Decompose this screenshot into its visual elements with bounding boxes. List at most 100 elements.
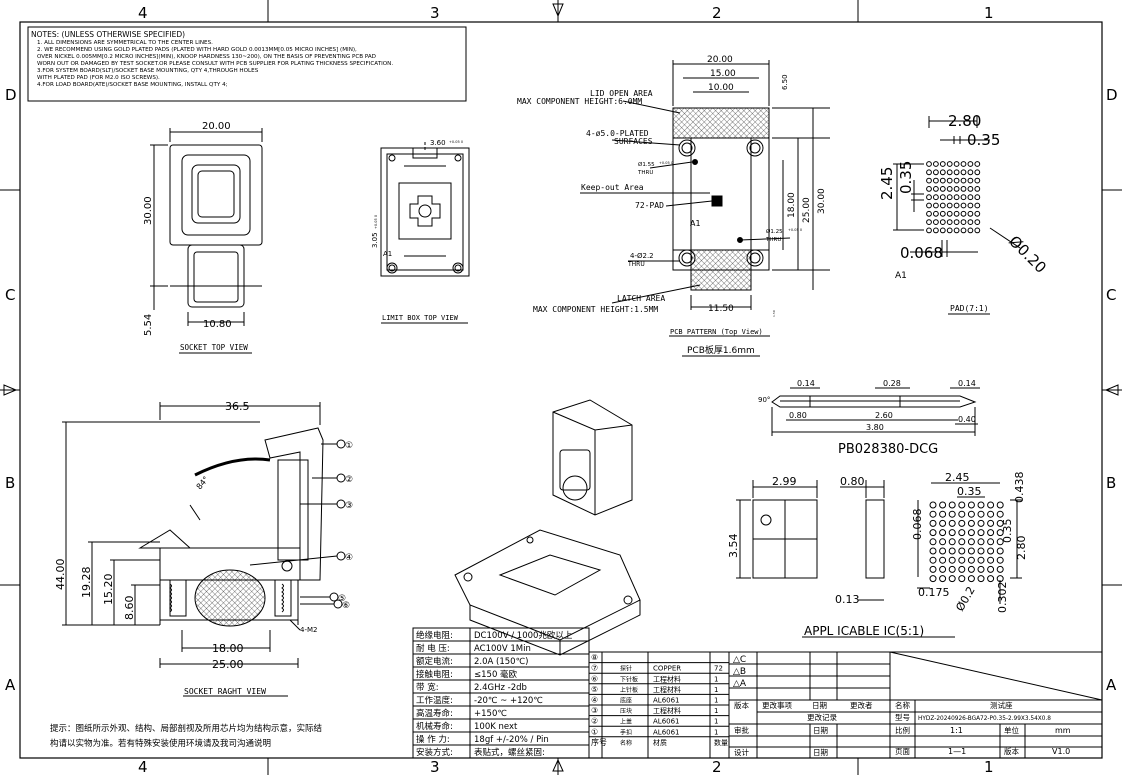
ic-ball xyxy=(967,501,975,509)
ic-ball xyxy=(967,510,975,518)
ic-ball xyxy=(939,519,947,527)
bom-mat: 材质 xyxy=(653,738,667,747)
tb-model-value: HYDZ-20240926-BGA72-P0.35-2.99X3.54X0.8 xyxy=(918,716,1051,722)
side-m2: 4-M2 xyxy=(300,626,317,634)
pad-dot xyxy=(974,186,981,192)
spec-label: 机械寿命: xyxy=(416,721,453,732)
col-top-3: 3 xyxy=(430,4,440,22)
notes-line: WORN OUT OR DAMAGED BY TEST SOCKET.OR PL… xyxy=(37,61,393,67)
pad-dot xyxy=(974,202,981,209)
bom-no: ⑧ xyxy=(591,653,598,662)
bom-qty: 数量 xyxy=(714,738,728,747)
bom-no: ② xyxy=(591,717,598,726)
bom-mat: COPPER xyxy=(653,665,681,673)
pad-dot xyxy=(933,219,939,226)
pcb-latch-1: LATCH AREA xyxy=(617,294,665,303)
ic-ball xyxy=(987,565,995,573)
pad-dot xyxy=(967,227,974,234)
pcb-thru-3: THRU xyxy=(627,261,645,268)
ic-ball xyxy=(958,501,966,509)
pad-a1: A1 xyxy=(895,271,907,281)
tb-design: 设计 xyxy=(734,747,749,757)
ic-ball xyxy=(958,565,966,573)
spec-value: +150℃ xyxy=(474,709,507,719)
tb-ver: 版本 xyxy=(734,700,749,710)
ic-ball xyxy=(977,529,985,537)
bom-no: ⑦ xyxy=(591,664,598,673)
pad-dot xyxy=(933,227,939,234)
ic-ball xyxy=(929,529,937,537)
pcb-thru-2: THRU xyxy=(765,237,781,243)
pad-dot xyxy=(946,177,953,184)
pad-dot xyxy=(946,227,953,234)
pad-dot xyxy=(946,186,953,192)
pad-dot xyxy=(967,169,974,176)
pad-dot xyxy=(926,219,932,226)
pad-dot xyxy=(933,161,939,167)
pin-angle: 90° xyxy=(758,396,770,404)
side-d860: 8.60 xyxy=(123,596,136,621)
tb-rev-a: △A xyxy=(733,679,747,689)
pad-dim-245: 2.45 xyxy=(878,167,896,200)
ic-d0068: 0.068 xyxy=(911,509,924,541)
bom-qty: 1 xyxy=(714,697,718,705)
row-left-b: B xyxy=(5,474,15,492)
ic-ball xyxy=(967,556,975,564)
ic-ball xyxy=(987,547,995,555)
ic-ball xyxy=(996,501,1004,509)
spec-value: 2.4GHz -2db xyxy=(474,683,527,693)
pad-dot xyxy=(967,161,974,167)
pcb-caption: PCB PATTERN (Top View) xyxy=(670,328,763,336)
limit-box-view xyxy=(380,142,470,277)
pad-dot xyxy=(953,169,960,176)
limit-caption: LIMIT BOX TOP VIEW xyxy=(382,314,459,322)
limit-dim-top-tol: +0.05 0 xyxy=(449,140,463,144)
col-top-2: 2 xyxy=(712,4,722,22)
ic-ball xyxy=(987,538,995,546)
balloon-6: ⑥ xyxy=(342,601,350,611)
bom-name: 上盖 xyxy=(620,718,632,726)
pad-dot xyxy=(946,161,953,167)
ic-d280: 2.80 xyxy=(1015,536,1028,561)
spec-label: 额定电流: xyxy=(416,656,453,667)
bom-mat: 工程材料 xyxy=(653,706,681,715)
pcb-plated-1: 4-ø5.0-PLATED xyxy=(586,129,649,138)
ic-ball xyxy=(929,501,937,509)
ic-ball xyxy=(958,547,966,555)
bom-no: ⑤ xyxy=(591,685,598,694)
ic-ball xyxy=(996,556,1004,564)
tip-line-2: 构请以实物为准。若有特殊安装使用环境请及我司沟通说明 xyxy=(50,738,271,749)
tb-scale-value: 1:1 xyxy=(950,726,963,735)
ic-view xyxy=(736,480,1022,638)
spec-value: 表贴式，螺丝紧固: xyxy=(474,747,545,758)
pcb-lid-open-1: LID OPEN AREA xyxy=(590,89,653,98)
limit-dim-side: 3.05 xyxy=(371,232,379,248)
pad-dot xyxy=(939,219,946,226)
pin-part-no: PB028380-DCG xyxy=(838,442,938,457)
spec-label: 操 作 力: xyxy=(416,734,450,745)
ic-ball xyxy=(948,510,956,518)
ic-d080: 0.80 xyxy=(840,475,865,488)
ic-d299: 2.99 xyxy=(772,475,797,488)
ic-ball xyxy=(948,501,956,509)
pad-dot xyxy=(974,194,981,201)
spec-value: 2.0A (150℃) xyxy=(474,657,528,667)
bom-qty: 72 xyxy=(714,665,723,673)
ic-ball xyxy=(939,575,947,583)
spec-value: -20℃ ~ +120℃ xyxy=(474,696,543,706)
bom-qty: 1 xyxy=(714,718,718,726)
ic-ball xyxy=(929,565,937,573)
pcb-keepout: Keep-out Area xyxy=(581,183,644,192)
ic-ball xyxy=(958,529,966,537)
pcb-dim-tiny: 1.50 xyxy=(772,310,776,317)
tb-date: 日期 xyxy=(812,701,827,710)
ic-ball xyxy=(967,529,975,537)
spec-value: 18gf +/-20% / Pin xyxy=(474,735,549,745)
pcb-hole-155: Ø1.55 xyxy=(638,161,655,168)
pcb-dim-30: 30.00 xyxy=(817,188,827,214)
bom-name: 压块 xyxy=(620,707,632,715)
socket-top-dim-width: 20.00 xyxy=(202,121,231,132)
ic-ball xyxy=(948,556,956,564)
pad-dot xyxy=(933,177,939,184)
